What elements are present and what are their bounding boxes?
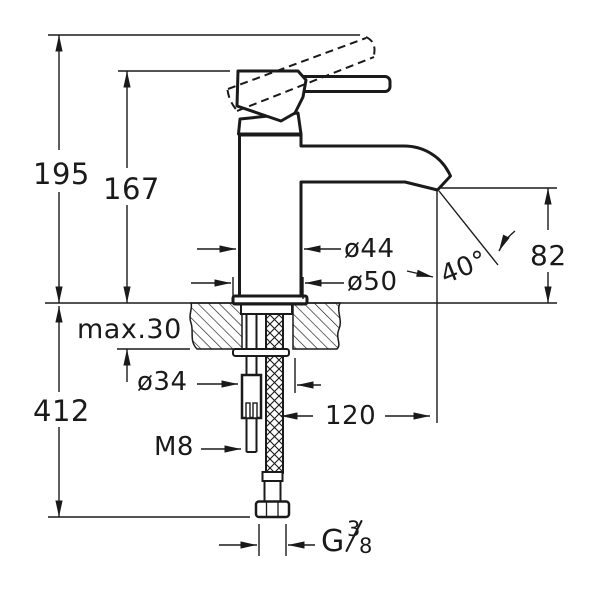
g38-fraction-slash (345, 520, 363, 552)
mounting-nut (240, 373, 263, 420)
hose-hex-nut (254, 500, 291, 519)
label-body-diameter: ø44 (344, 234, 395, 264)
label-spout-top-height: 167 (103, 172, 160, 206)
dashed-lever-top (227, 37, 367, 90)
label-outlet-angle: 40° (436, 245, 491, 291)
hose-end-tube (263, 480, 282, 503)
clamping-washer (232, 348, 290, 357)
mounting-nut-slot-right (252, 402, 258, 419)
label-base-diameter: ø50 (347, 267, 398, 297)
label-deck-thickness: max.30 (77, 314, 182, 345)
label-total-height: 195 (33, 157, 90, 191)
label-outlet-height: 82 (530, 239, 567, 272)
countertop-section (189, 302, 342, 350)
supply-hose-braided (265, 308, 284, 474)
hose-ferrule (261, 471, 284, 482)
dashed-lever-bottom (236, 56, 375, 112)
angle-line-40 (438, 190, 499, 266)
dashed-lever-tip (365, 36, 376, 58)
faucet-body-group (231, 69, 452, 306)
label-hose-thread-g: G (321, 524, 345, 559)
label-spout-reach: 120 (325, 401, 376, 431)
countertop-hatch-right (292, 302, 342, 350)
handle-raised-dashed (226, 36, 376, 112)
handle-lever (292, 75, 392, 93)
label-hose-thread-numerator: 3 (347, 517, 361, 541)
label-hose-drop: 412 (33, 394, 90, 428)
label-stud-thread: M8 (154, 432, 194, 462)
dashed-lever-pivot (226, 89, 238, 111)
label-hose-thread-denominator: 8 (359, 534, 373, 558)
base-plate (231, 294, 309, 306)
dimension-labels: 195 167 max.30 412 ø44 ø50 40° 82 120 ø3… (33, 157, 567, 559)
label-hole-diameter: ø34 (137, 367, 188, 397)
dim-d50-leader (406, 269, 434, 278)
handle-head (235, 69, 308, 123)
body-and-spout (238, 133, 452, 298)
angle-hook-arrow (498, 230, 516, 252)
countertop-hatch-left (189, 302, 243, 350)
mounting-nut-slot-left (245, 402, 251, 419)
dimension-lines (45, 34, 557, 556)
